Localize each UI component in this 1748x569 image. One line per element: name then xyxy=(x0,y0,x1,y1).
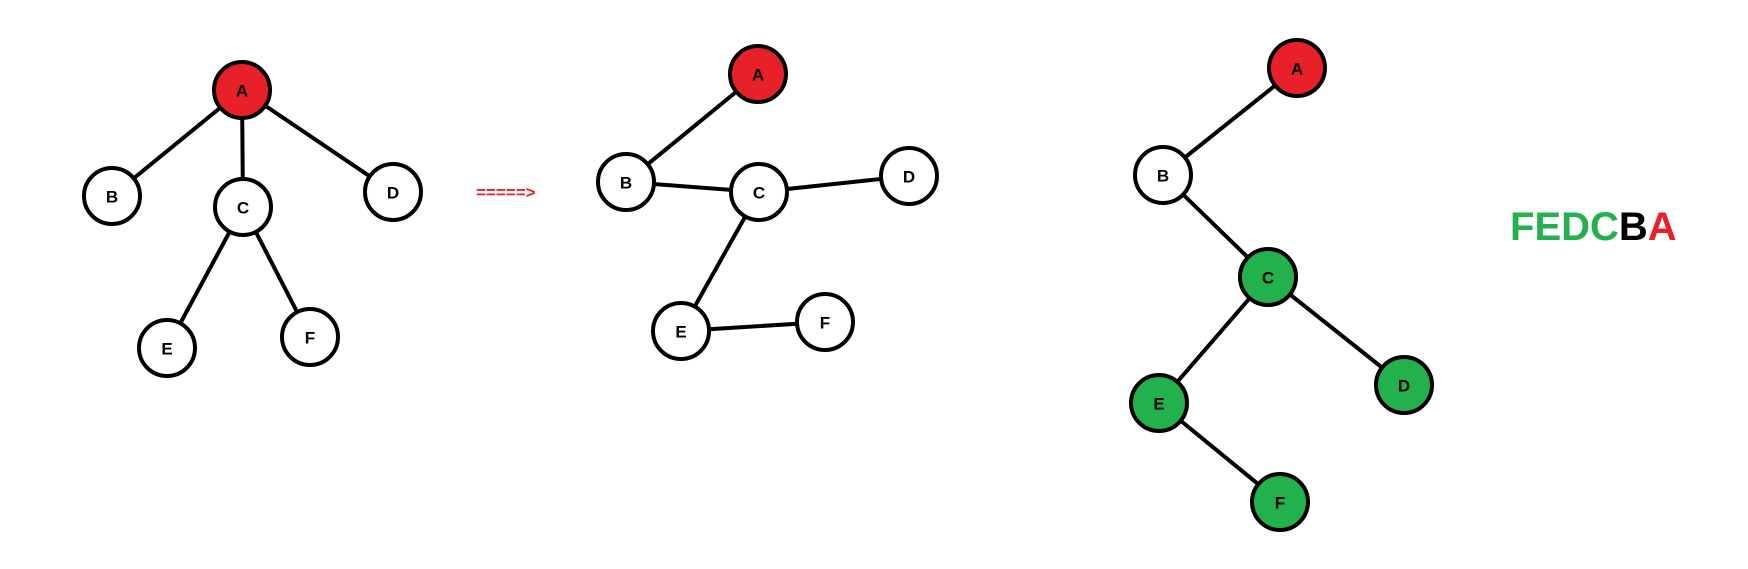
node-label: B xyxy=(1157,167,1169,186)
node-A: A xyxy=(1267,38,1327,98)
node-B: B xyxy=(82,166,142,226)
node-circle xyxy=(596,152,656,212)
node-F: F xyxy=(795,292,855,352)
node-circle xyxy=(879,146,939,206)
node-label: A xyxy=(236,82,248,101)
node-label: F xyxy=(305,329,315,348)
node-D: D xyxy=(879,146,939,206)
result-letter: F xyxy=(1510,205,1534,249)
node-B: B xyxy=(1133,145,1193,205)
node-F: F xyxy=(280,307,340,367)
node-label: B xyxy=(106,188,118,207)
node-E: E xyxy=(1129,373,1189,433)
node-circle xyxy=(1374,355,1434,415)
result-letter: B xyxy=(1619,205,1648,249)
node-label: F xyxy=(1275,494,1285,513)
node-circle xyxy=(363,162,423,222)
node-C: C xyxy=(213,177,273,237)
traversal-diagram: A B C D E F xyxy=(1129,38,1434,532)
node-circle xyxy=(137,318,197,378)
node-label: F xyxy=(820,314,830,333)
node-circle xyxy=(1238,247,1298,307)
node-label: E xyxy=(1153,395,1164,414)
node-C: C xyxy=(1238,247,1298,307)
node-circle xyxy=(795,292,855,352)
traversal-result: FEDCBA xyxy=(1510,205,1677,249)
result-letter: C xyxy=(1590,205,1619,249)
node-label: E xyxy=(675,323,686,342)
node-circle xyxy=(213,177,273,237)
node-F: F xyxy=(1250,472,1310,532)
tree-diagram: A B C D E F xyxy=(82,60,423,378)
node-label: C xyxy=(1262,269,1274,288)
node-circle xyxy=(729,162,789,222)
result-letter: A xyxy=(1648,205,1677,249)
node-D: D xyxy=(363,162,423,222)
node-label: C xyxy=(753,184,765,203)
node-circle xyxy=(728,44,788,104)
transform-arrow: =====> xyxy=(476,183,536,202)
node-circle xyxy=(82,166,142,226)
node-A: A xyxy=(212,60,272,120)
node-circle xyxy=(1133,145,1193,205)
node-label: A xyxy=(752,66,764,85)
node-circle xyxy=(280,307,340,367)
edge-A-D xyxy=(240,88,395,194)
node-E: E xyxy=(651,301,711,361)
result-letter: D xyxy=(1561,205,1590,249)
node-circle xyxy=(212,60,272,120)
node-label: E xyxy=(161,340,172,359)
node-label: D xyxy=(903,168,915,187)
result-letter: E xyxy=(1534,205,1561,249)
node-D: D xyxy=(1374,355,1434,415)
node-circle xyxy=(1267,38,1327,98)
node-label: D xyxy=(387,184,399,203)
node-label: D xyxy=(1398,377,1410,396)
node-C: C xyxy=(729,162,789,222)
node-circle xyxy=(1250,472,1310,532)
node-E: E xyxy=(137,318,197,378)
node-label: B xyxy=(620,174,632,193)
diagrams-layer: A B C D E F A B C D E F A B C D E F xyxy=(82,38,1434,532)
node-circle xyxy=(1129,373,1189,433)
node-label: A xyxy=(1291,60,1303,79)
node-label: C xyxy=(237,199,249,218)
node-B: B xyxy=(596,152,656,212)
transformed-diagram: A B C D E F xyxy=(596,44,939,361)
node-A: A xyxy=(728,44,788,104)
node-circle xyxy=(651,301,711,361)
